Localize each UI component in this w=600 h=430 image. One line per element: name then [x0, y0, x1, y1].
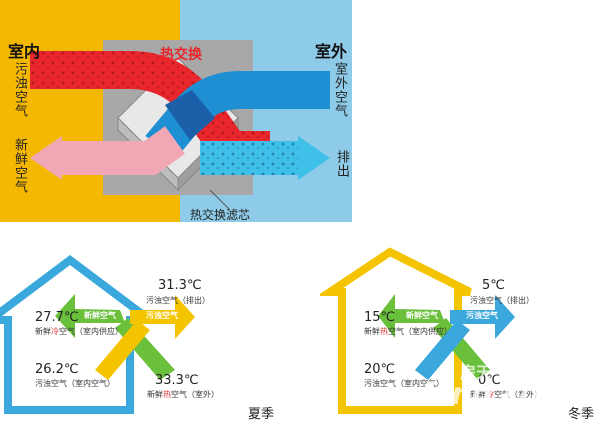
summer-fresh-temp: 27.7℃ — [35, 310, 79, 325]
exhaust-label: 排出 — [334, 150, 349, 178]
summer-house-outline — [0, 255, 162, 414]
heat-exchange-label: 热交换 — [160, 47, 202, 63]
summer-diagram: 新鲜空气 污浊空气 31.3℃ 污浊空气（排出） 27.7℃ 新鲜冷空气（室内供… — [0, 240, 300, 430]
winter-polluted-arrow-body — [415, 320, 470, 380]
watermark-brand: fang.com — [420, 377, 570, 412]
watermark: 房天下 fang.com — [420, 355, 600, 430]
winter-house-graphic — [320, 247, 515, 414]
summer-house-graphic — [0, 255, 195, 414]
summer-arrow-fresh-label: 新鲜空气 — [84, 311, 116, 320]
winter-polluted-arrow — [450, 295, 515, 339]
winter-out-top-desc: 污浊空气（排出） — [470, 296, 534, 305]
core-label: 热交换滤芯 — [190, 208, 251, 222]
summer-out-bottom-temp: 33.3℃ — [155, 373, 199, 388]
heat-exchange-diagram: 室内 室外 热交换 污浊空气 新鲜空气 室外空气 排出 热交换滤芯 — [0, 0, 352, 222]
summer-out-top-desc: 污浊空气（排出） — [146, 296, 210, 305]
summer-out-bottom-desc: 新鲜热空气（室外） — [147, 390, 219, 399]
winter-diagram: 新鲜空气 污浊空气 5℃ 污浊空气（排出） 15℃ 新鲜热空气（室内供应） 20… — [320, 240, 600, 430]
winter-house-outline — [320, 247, 472, 414]
outdoor-label: 室外 — [315, 42, 348, 61]
summer-fresh-desc: 新鲜冷空气（室内供应） — [35, 327, 123, 336]
heat-exchange-graphic — [0, 0, 352, 222]
winter-in-bottom-temp: 20℃ — [364, 362, 396, 377]
summer-fresh-arrow — [55, 294, 125, 338]
summer-polluted-arrow-body — [95, 320, 150, 380]
winter-in-bottom-desc: 污浊空气（室内空气） — [364, 379, 444, 388]
summer-in-bottom-temp: 26.2℃ — [35, 362, 79, 377]
indoor-label: 室内 — [8, 42, 41, 61]
fresh-air-arrowhead — [30, 136, 62, 180]
winter-arrow-polluted-label: 污浊空气 — [466, 311, 498, 320]
watermark-cn: 房天下 — [460, 363, 509, 382]
winter-fresh-desc: 新鲜热空气（室内供应） — [364, 327, 452, 336]
winter-fresh-arrow — [378, 294, 445, 338]
winter-fresh-temp: 15℃ — [364, 310, 396, 325]
summer-out-top-temp: 31.3℃ — [158, 278, 202, 293]
winter-out-bottom-temp: 0℃ — [478, 373, 501, 388]
summer-arrow-polluted-label: 污浊空气 — [146, 311, 178, 320]
winter-season-label: 冬季 — [568, 407, 595, 422]
polluted-air-label: 污浊空气 — [12, 62, 27, 118]
summer-polluted-arrow — [130, 295, 195, 339]
fresh-air-label: 新鲜空气 — [12, 138, 27, 194]
winter-out-top-temp: 5℃ — [482, 278, 505, 293]
summer-in-bottom-desc: 污浊空气（室内空气） — [35, 379, 115, 388]
outdoor-air-label: 室外空气 — [332, 62, 347, 118]
summer-season-label: 夏季 — [248, 407, 275, 422]
winter-out-bottom-desc: 新鲜冷空气（室外） — [470, 390, 542, 399]
fresh-air-flow — [60, 126, 185, 175]
winter-arrow-fresh-label: 新鲜空气 — [406, 311, 438, 320]
exhaust-arrowhead — [298, 136, 330, 180]
